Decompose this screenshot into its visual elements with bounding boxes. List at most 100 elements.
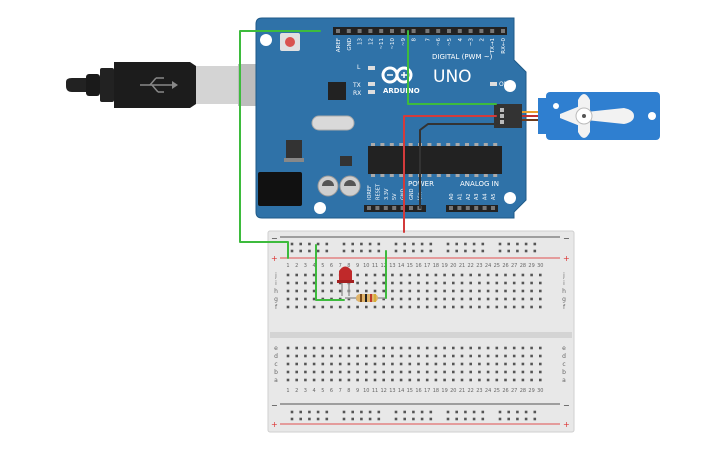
pin-socket-9[interactable] [436, 29, 441, 33]
column-number: 9 [356, 263, 359, 269]
power-pin-socket[interactable] [383, 206, 388, 210]
column-number: 8 [347, 263, 350, 269]
breadboard[interactable]: 1122334455667788991010111112121313141415… [267, 230, 575, 433]
power-pin-socket[interactable] [400, 206, 405, 210]
power-pin-socket[interactable] [367, 206, 371, 210]
atmega328-chip [368, 146, 502, 174]
analog-header [446, 205, 498, 212]
pin-socket-15[interactable] [501, 29, 505, 33]
pin-label: ~11 [379, 38, 385, 50]
pin-socket-10[interactable] [447, 29, 451, 33]
row-letter: f [275, 304, 278, 311]
column-number: 3 [304, 263, 307, 269]
dc-power-jack[interactable] [258, 172, 302, 206]
pin-label: 7 [425, 38, 431, 42]
column-number: 16 [415, 263, 421, 269]
pin-label: 4 [458, 38, 464, 42]
wire-black-ground [419, 123, 497, 209]
pin-socket-6[interactable] [400, 29, 405, 33]
power-pin-label: 5V [392, 193, 398, 200]
column-number: 15 [407, 388, 413, 394]
pin-socket-1[interactable] [346, 29, 351, 33]
column-number: 5 [321, 263, 324, 269]
row-letter: c [562, 361, 565, 368]
rail-plus-top-right: + [563, 254, 570, 263]
rail-minus-top-left: − [271, 234, 278, 243]
analog-pin-socket[interactable] [482, 206, 487, 210]
column-number: 6 [330, 263, 333, 269]
pin-socket-7[interactable] [411, 29, 416, 33]
rail-minus-bottom-right: − [563, 401, 570, 410]
column-number: 29 [528, 263, 534, 269]
arduino-logo-icon [381, 66, 413, 84]
column-number: 21 [459, 388, 465, 394]
analog-pin-label: A4 [483, 193, 489, 200]
analog-pin-label: A2 [466, 193, 472, 200]
column-number: 7 [339, 388, 342, 394]
wires[interactable] [239, 30, 497, 301]
pin-socket-5[interactable] [390, 29, 394, 33]
pin-label: ~10 [390, 38, 396, 50]
row-letter: f [563, 304, 566, 311]
power-header-label: POWER [408, 180, 434, 188]
digital-header [333, 27, 507, 35]
pin-socket-8[interactable] [425, 29, 430, 33]
pin-socket-14[interactable] [490, 29, 495, 33]
pin-socket-4[interactable] [379, 29, 384, 33]
pin-socket-3[interactable] [368, 29, 373, 33]
pin-label: ~6 [436, 38, 442, 47]
row-letter: g [274, 296, 278, 303]
column-number: 30 [537, 263, 543, 269]
pin-socket-12[interactable] [468, 29, 473, 33]
column-number: 25 [494, 263, 500, 269]
column-number: 30 [537, 388, 543, 394]
wire-green-gnd [239, 30, 321, 259]
analog-pin-socket[interactable] [457, 206, 462, 210]
column-number: 1 [286, 388, 289, 394]
column-number: 23 [476, 388, 482, 394]
column-number: 10 [363, 263, 369, 269]
power-pin-socket[interactable] [392, 206, 397, 210]
column-number: 17 [424, 388, 430, 394]
rail-minus-top-right: − [563, 234, 570, 243]
breadboard-holes[interactable] [286, 242, 542, 421]
column-number: 9 [356, 388, 359, 394]
power-pin-label: 3.3V [384, 188, 390, 200]
power-pin-socket[interactable] [409, 206, 413, 210]
servo-motor-icon[interactable] [494, 92, 660, 140]
column-number: 20 [450, 263, 456, 269]
model-label: UNO [433, 67, 472, 87]
power-pin-label: RESET [375, 183, 381, 200]
digital-pin-sockets[interactable] [336, 29, 505, 33]
column-number: 17 [424, 263, 430, 269]
row-letter: h [274, 288, 278, 295]
pin-socket-0[interactable] [336, 29, 340, 33]
pin-label: TX→1 [490, 38, 496, 54]
row-letter: j [562, 272, 565, 279]
led-l-label: L [357, 64, 361, 71]
red-led-icon[interactable] [337, 266, 354, 297]
row-letter: i [563, 280, 565, 287]
column-number: 28 [520, 388, 526, 394]
column-number: 28 [520, 263, 526, 269]
row-letter: a [562, 377, 566, 384]
analog-header-label: ANALOG IN [460, 180, 499, 188]
resistor-icon[interactable] [345, 294, 386, 302]
power-pin-socket[interactable] [375, 206, 380, 210]
pin-socket-2[interactable] [357, 29, 362, 33]
row-letter: g [562, 296, 566, 303]
column-number: 12 [381, 388, 387, 394]
column-number: 27 [511, 263, 517, 269]
analog-pin-socket[interactable] [449, 206, 453, 210]
analog-pin-socket[interactable] [474, 206, 479, 210]
column-number: 4 [313, 388, 316, 394]
analog-pin-socket[interactable] [465, 206, 470, 210]
rail-plus-bottom-left: + [271, 420, 278, 429]
pin-socket-11[interactable] [457, 29, 462, 33]
pin-socket-13[interactable] [479, 29, 484, 33]
analog-pin-socket[interactable] [491, 206, 495, 210]
